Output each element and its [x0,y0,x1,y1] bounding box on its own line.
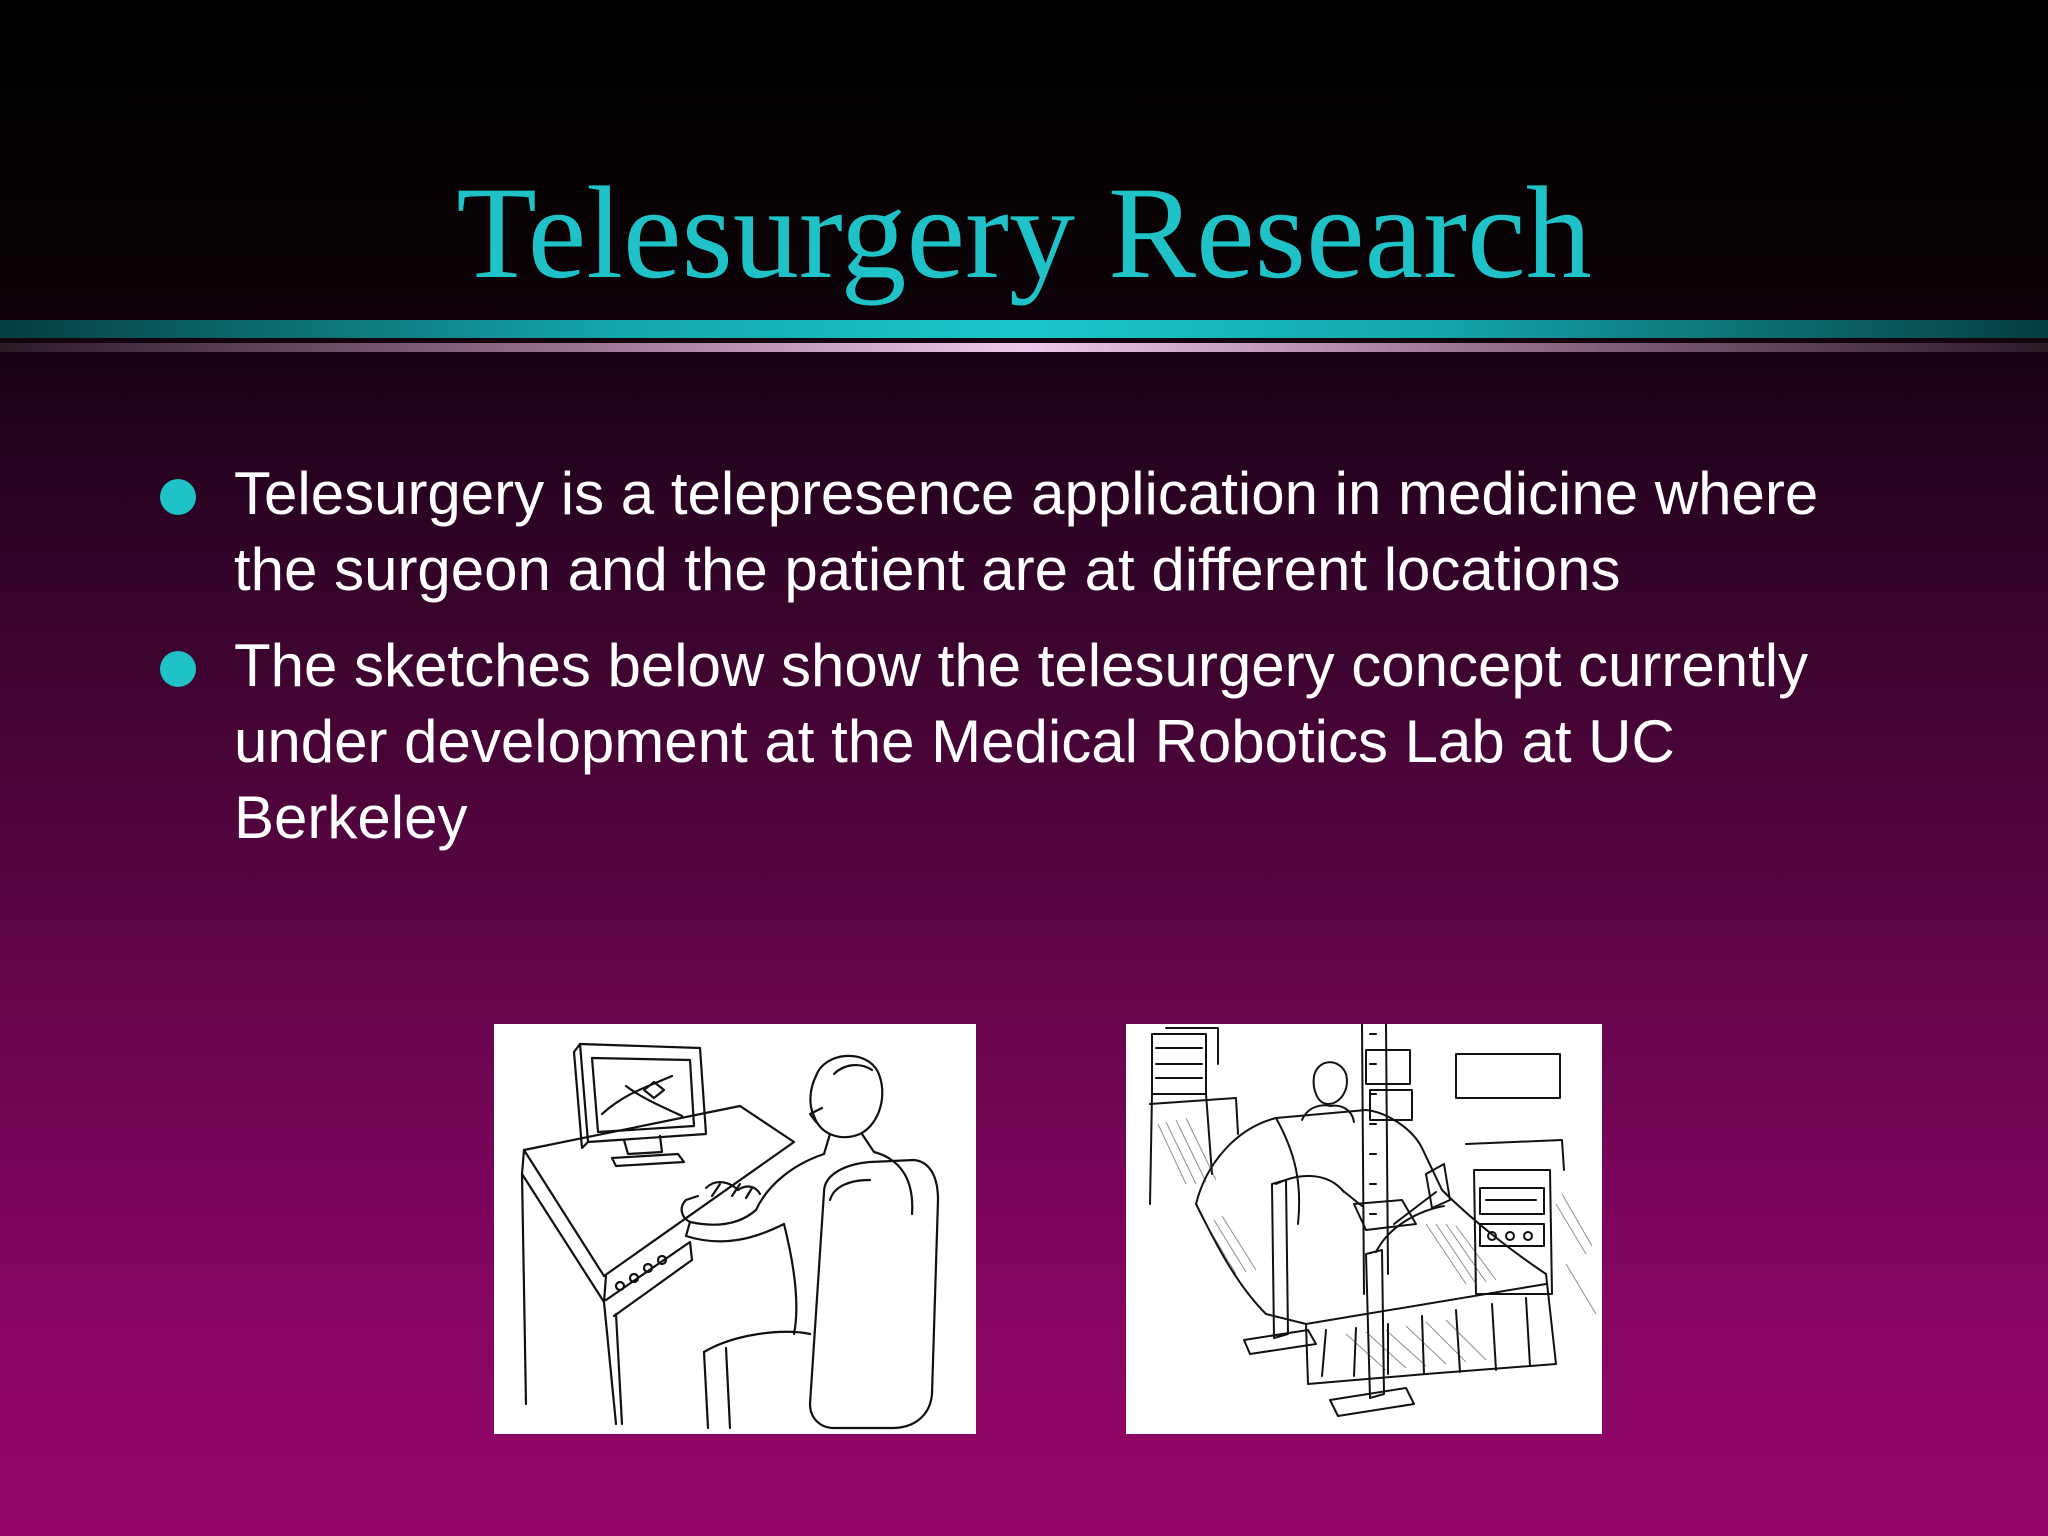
bullet-dot-icon [160,479,196,515]
bullet-list: Telesurgery is a telepresence applicatio… [158,456,1918,876]
bullet-text: The sketches below show the telesurgery … [234,632,1809,851]
bullet-text: Telesurgery is a telepresence applicatio… [234,460,1819,603]
surgeon-console-drawing [520,1042,940,1430]
bullet-dot-icon [160,651,196,687]
patient-side-drawing [1149,1024,1597,1417]
bullet-item: Telesurgery is a telepresence applicatio… [158,456,1918,608]
bullet-item: The sketches below show the telesurgery … [158,628,1918,856]
title-divider-pink [0,343,2048,352]
patient-side-sketch [1126,1024,1602,1434]
title-divider-teal [0,320,2048,338]
slide-title: Telesurgery Research [456,159,1592,306]
surgeon-console-sketch [494,1024,976,1434]
